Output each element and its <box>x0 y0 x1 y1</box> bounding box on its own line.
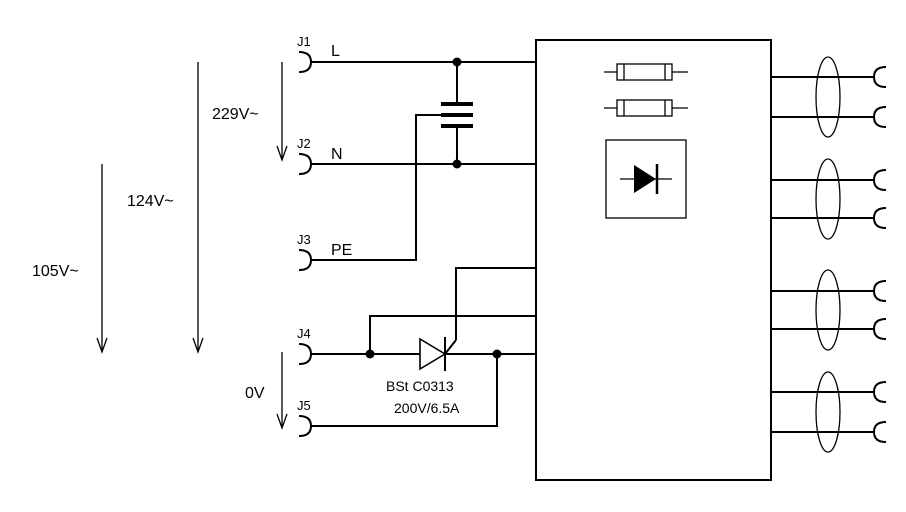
junction-dot <box>452 159 462 169</box>
voltage-label-105v: 105V~ <box>32 263 79 280</box>
terminal-j4: J4 <box>297 326 313 365</box>
fuse-icon <box>604 63 688 81</box>
output-pair-2 <box>771 158 887 240</box>
thyristor-part-label: BSt C0313 <box>386 378 454 394</box>
voltage-label-0v: 0V <box>245 385 265 402</box>
signal-label-l: L <box>331 43 340 60</box>
output-pair-1 <box>771 56 887 138</box>
filter-capacitor <box>441 102 473 128</box>
terminal-j3: J3 <box>297 232 313 271</box>
terminal-j2: J2 <box>297 136 313 175</box>
signal-label-pe: PE <box>331 242 352 259</box>
voltage-arrow-124v <box>192 62 204 354</box>
output-pair-4 <box>771 371 887 453</box>
thyristor <box>419 337 457 371</box>
rectifier-diode-icon <box>605 139 687 219</box>
terminal-j1: J1 <box>297 34 313 73</box>
terminal-j3-ref: J3 <box>297 232 311 247</box>
terminal-j2-ref: J2 <box>297 136 311 151</box>
output-pair-3 <box>771 269 887 351</box>
voltage-label-124v: 124V~ <box>127 193 174 210</box>
signal-label-n: N <box>331 146 343 163</box>
fuse-icon <box>604 99 688 117</box>
voltage-label-229v: 229V~ <box>212 106 259 123</box>
junction-dot <box>492 349 502 359</box>
thyristor-rating-label: 200V/6.5A <box>394 400 460 416</box>
junction-dot <box>365 349 375 359</box>
junction-dot <box>452 57 462 67</box>
voltage-arrow-229v <box>276 62 288 162</box>
voltage-arrow-0v <box>276 352 288 430</box>
terminal-j5: J5 <box>297 398 313 437</box>
terminal-j4-ref: J4 <box>297 326 311 341</box>
voltage-arrow-105v <box>96 164 108 354</box>
terminal-j5-ref: J5 <box>297 398 311 413</box>
terminal-j1-ref: J1 <box>297 34 311 49</box>
